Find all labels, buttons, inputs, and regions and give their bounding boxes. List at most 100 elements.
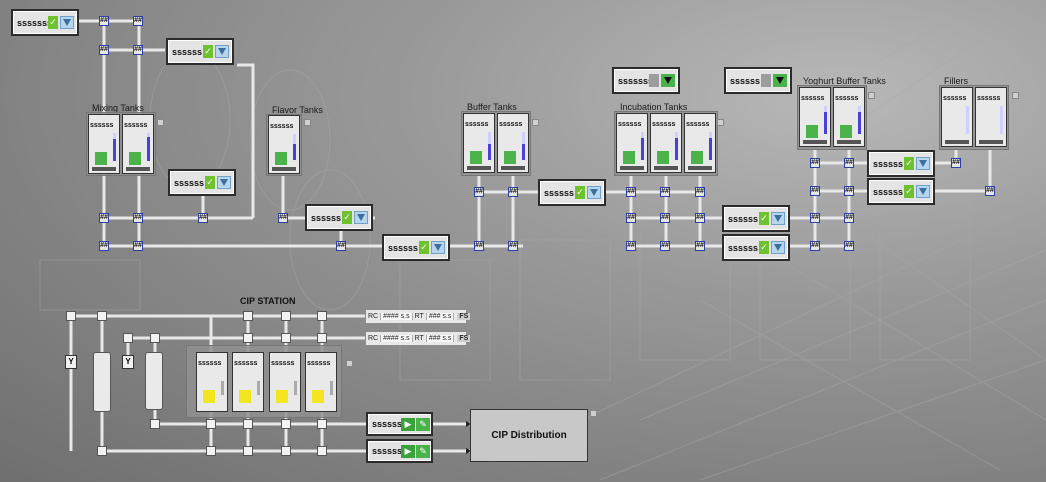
valve-icon[interactable]: ## <box>99 45 109 55</box>
valve-icon[interactable]: ## <box>474 241 484 251</box>
valve-icon[interactable]: ## <box>695 213 705 223</box>
valve-icon[interactable]: ## <box>626 213 636 223</box>
valve-icon[interactable] <box>431 241 445 254</box>
buffer-tank-1[interactable]: ssssss <box>463 113 495 173</box>
incubation-tank-2[interactable]: ssssss <box>650 113 682 173</box>
valve-icon[interactable]: ## <box>474 187 484 197</box>
valve-icon[interactable]: ## <box>695 241 705 251</box>
valve-icon[interactable]: ## <box>133 213 143 223</box>
fs-button[interactable]: FS <box>457 335 471 342</box>
filler-2[interactable]: ssssss <box>975 87 1007 147</box>
cip-node[interactable] <box>206 446 216 456</box>
valve-icon[interactable] <box>354 211 368 224</box>
valve-icon[interactable]: ## <box>810 241 820 251</box>
check-icon[interactable]: ✓ <box>342 211 352 224</box>
yoghurt-buffer-tank-2[interactable]: ssssss <box>833 87 865 147</box>
check-icon[interactable]: ✓ <box>48 16 58 29</box>
cip-node[interactable] <box>123 333 133 343</box>
valve-icon[interactable]: ## <box>133 16 143 26</box>
valve-icon[interactable] <box>217 176 231 189</box>
pump-icon[interactable]: ✎ <box>416 444 430 458</box>
valve-icon[interactable]: ## <box>660 213 670 223</box>
mixing-tank-2[interactable]: ssssss <box>122 114 154 174</box>
incubation-tank-1[interactable]: ssssss <box>616 113 648 173</box>
valve-icon[interactable]: ## <box>985 186 995 196</box>
valve-icon[interactable]: ## <box>844 158 854 168</box>
valve-icon[interactable]: ## <box>695 187 705 197</box>
cip-node[interactable] <box>281 333 291 343</box>
valve-icon[interactable] <box>916 157 930 170</box>
yoghurt-buffer-tank-1[interactable]: ssssss <box>799 87 831 147</box>
valve-icon[interactable] <box>771 241 785 254</box>
control-panel-5[interactable]: ssssss ✓ <box>382 234 450 261</box>
valve-icon[interactable]: ## <box>660 241 670 251</box>
valve-icon[interactable]: ## <box>810 158 820 168</box>
check-icon[interactable]: ✓ <box>904 157 914 170</box>
valve-icon[interactable]: ## <box>198 213 208 223</box>
control-panel-10[interactable]: ssssss ✓ <box>722 234 790 261</box>
buffer-tank-2[interactable]: ssssss <box>497 113 529 173</box>
cip-tank-4[interactable]: ssssss <box>305 352 337 412</box>
flavor-tank-1[interactable]: ssssss <box>268 115 300 174</box>
cip-tank-3[interactable]: ssssss <box>269 352 301 412</box>
valve-icon[interactable]: ## <box>508 187 518 197</box>
control-panel-2[interactable]: ssssss ✓ <box>166 38 234 65</box>
cip-tank-2[interactable]: ssssss <box>232 352 264 412</box>
check-icon[interactable] <box>649 74 659 87</box>
valve-icon[interactable] <box>587 186 601 199</box>
play-icon[interactable]: ▶ <box>401 444 415 458</box>
pump-icon[interactable]: ✎ <box>416 417 430 431</box>
cip-node[interactable] <box>97 446 107 456</box>
valve-icon[interactable]: ## <box>508 241 518 251</box>
check-icon[interactable]: ✓ <box>419 241 429 254</box>
cip-node[interactable] <box>243 311 253 321</box>
valve-icon[interactable]: ## <box>99 241 109 251</box>
valve-icon[interactable]: ## <box>99 16 109 26</box>
valve-icon[interactable] <box>215 45 229 58</box>
check-icon[interactable]: ✓ <box>759 212 769 225</box>
control-panel-3[interactable]: ssssss ✓ <box>168 169 236 196</box>
fs-button[interactable]: FS <box>457 313 471 320</box>
valve-icon[interactable] <box>771 212 785 225</box>
cip-node[interactable] <box>317 311 327 321</box>
valve-icon[interactable]: ## <box>844 213 854 223</box>
valve-icon[interactable]: ## <box>133 45 143 55</box>
mixing-tank-1[interactable]: ssssss <box>88 114 120 174</box>
check-icon[interactable] <box>761 74 771 87</box>
cip-node[interactable] <box>243 419 253 429</box>
valve-icon[interactable]: ## <box>133 241 143 251</box>
check-icon[interactable]: ✓ <box>575 186 585 199</box>
control-panel-8[interactable]: ssssss <box>724 67 792 94</box>
valve-icon[interactable] <box>773 74 787 87</box>
check-icon[interactable]: ✓ <box>759 241 769 254</box>
cip-node[interactable] <box>281 446 291 456</box>
incubation-tank-3[interactable]: ssssss <box>684 113 716 173</box>
cip-node[interactable] <box>243 333 253 343</box>
cip-node[interactable] <box>317 333 327 343</box>
cip-y-indicator[interactable]: Y <box>122 355 134 369</box>
valve-icon[interactable]: ## <box>99 213 109 223</box>
valve-icon[interactable]: ## <box>278 213 288 223</box>
valve-icon[interactable]: ## <box>626 187 636 197</box>
control-panel-11[interactable]: ssssss ✓ <box>867 150 935 177</box>
control-panel-6[interactable]: ssssss ✓ <box>538 179 606 206</box>
control-panel-12[interactable]: ssssss ✓ <box>867 178 935 205</box>
valve-icon[interactable]: ## <box>844 186 854 196</box>
valve-icon[interactable]: ## <box>336 241 346 251</box>
cip-y-indicator[interactable]: Y <box>65 355 77 369</box>
control-panel-4[interactable]: ssssss ✓ <box>305 204 373 231</box>
valve-icon[interactable]: ## <box>626 241 636 251</box>
cip-node[interactable] <box>317 446 327 456</box>
cip-node[interactable] <box>281 311 291 321</box>
valve-icon[interactable]: ## <box>844 241 854 251</box>
check-icon[interactable]: ✓ <box>205 176 215 189</box>
cip-node[interactable] <box>97 311 107 321</box>
cip-distribution-box[interactable]: CIP Distribution <box>470 409 588 462</box>
valve-icon[interactable]: ## <box>810 186 820 196</box>
cip-node[interactable] <box>206 419 216 429</box>
filler-1[interactable]: ssssss <box>941 87 973 147</box>
cip-node[interactable] <box>317 419 327 429</box>
cip-tank-1[interactable]: ssssss <box>196 352 228 412</box>
